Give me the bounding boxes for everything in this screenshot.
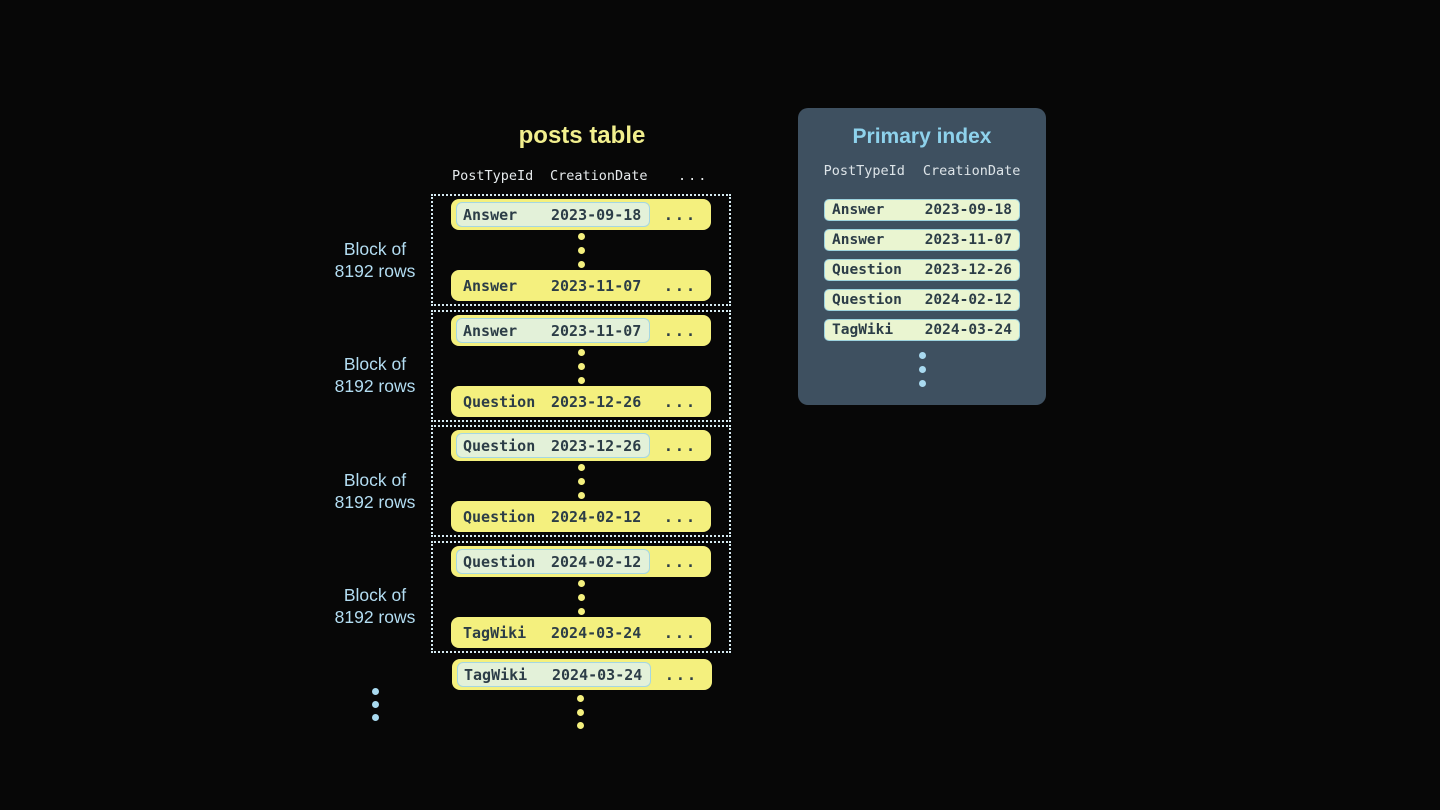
primary-index-title: Primary index bbox=[852, 125, 992, 148]
table-row-first: Question 2024-02-12 ... bbox=[451, 546, 711, 577]
table-row-last: TagWiki 2024-03-24 ... bbox=[451, 617, 711, 648]
creation-date-cell: 2024-02-12 bbox=[924, 292, 1012, 308]
post-type-cell: TagWiki bbox=[464, 665, 528, 684]
creation-date-cell: 2023-12-26 bbox=[551, 392, 642, 411]
row-ellipsis: ... bbox=[664, 665, 698, 684]
post-type-cell: TagWiki bbox=[832, 322, 894, 338]
more-blocks-ellipsis-dots bbox=[372, 688, 379, 721]
block-label-line1: Block of bbox=[343, 239, 407, 259]
overflow-table-row: TagWiki 2024-03-24 ... bbox=[452, 659, 712, 690]
primary-key-cells-highlight: Answer 2023-09-18 bbox=[456, 202, 650, 227]
column-header-posttypeid: PostTypeId bbox=[823, 163, 905, 179]
primary-key-cells: Question 2023-12-26 bbox=[456, 389, 650, 414]
primary-key-cells: Answer 2023-11-07 bbox=[456, 273, 650, 298]
post-type-cell: Question bbox=[832, 292, 902, 308]
post-type-cell: Answer bbox=[463, 276, 518, 295]
column-header-creationdate: CreationDate bbox=[922, 163, 1021, 179]
primary-index-rows: Answer 2023-09-18 Answer 2023-11-07 Ques… bbox=[798, 199, 1046, 341]
creation-date-cell: 2023-12-26 bbox=[551, 436, 642, 455]
index-row: Question 2023-12-26 bbox=[824, 259, 1020, 281]
post-type-cell: Question bbox=[463, 436, 536, 455]
table-row-first: Answer 2023-11-07 ... bbox=[451, 315, 711, 346]
block-label-line2: 8192 rows bbox=[334, 492, 416, 512]
row-ellipsis: ... bbox=[663, 392, 697, 411]
block-label-line2: 8192 rows bbox=[334, 261, 416, 281]
row-ellipsis: ... bbox=[663, 507, 697, 526]
primary-key-cells-highlight: Question 2024-02-12 bbox=[456, 549, 650, 574]
block-label-line2: 8192 rows bbox=[334, 607, 416, 627]
creation-date-cell: 2023-12-26 bbox=[924, 262, 1012, 278]
posts-column-headers: PostTypeId CreationDate ... bbox=[452, 168, 732, 186]
block-size-label: Block of 8192 rows bbox=[296, 584, 454, 628]
row-ellipsis: ... bbox=[663, 436, 697, 455]
post-type-cell: Question bbox=[463, 552, 536, 571]
omitted-rows-dots bbox=[577, 463, 585, 499]
creation-date-cell: 2023-11-07 bbox=[551, 321, 642, 340]
column-header-ellipsis: ... bbox=[678, 168, 709, 184]
table-row-first: Question 2023-12-26 ... bbox=[451, 430, 711, 461]
primary-key-cells: TagWiki 2024-03-24 bbox=[456, 620, 650, 645]
block-label-line1: Block of bbox=[343, 354, 407, 374]
table-row-last: Question 2024-02-12 ... bbox=[451, 501, 711, 532]
creation-date-cell: 2024-02-12 bbox=[551, 552, 642, 571]
column-header-posttypeid: PostTypeId bbox=[452, 168, 534, 184]
block-size-label: Block of 8192 rows bbox=[296, 469, 454, 513]
posts-table-title: posts table bbox=[518, 122, 646, 149]
creation-date-cell: 2023-11-07 bbox=[924, 232, 1012, 248]
table-row-first: Answer 2023-09-18 ... bbox=[451, 199, 711, 230]
creation-date-cell: 2023-09-18 bbox=[551, 205, 642, 224]
omitted-rows-dots bbox=[577, 348, 585, 384]
post-type-cell: Answer bbox=[832, 202, 885, 218]
block-size-label: Block of 8192 rows bbox=[296, 238, 454, 282]
creation-date-cell: 2023-09-18 bbox=[924, 202, 1012, 218]
row-ellipsis: ... bbox=[663, 552, 697, 571]
index-row: Answer 2023-09-18 bbox=[824, 199, 1020, 221]
post-type-cell: Answer bbox=[463, 205, 518, 224]
index-row: Answer 2023-11-07 bbox=[824, 229, 1020, 251]
row-ellipsis: ... bbox=[663, 623, 697, 642]
column-header-creationdate: CreationDate bbox=[550, 168, 648, 184]
row-ellipsis: ... bbox=[663, 321, 697, 340]
index-row: TagWiki 2024-03-24 bbox=[824, 319, 1020, 341]
primary-index-column-headers: PostTypeId CreationDate bbox=[798, 163, 1046, 179]
creation-date-cell: 2024-02-12 bbox=[551, 507, 642, 526]
table-block: Answer 2023-11-07 ... Question 2023-12-2… bbox=[431, 310, 731, 422]
more-rows-ellipsis-dots bbox=[577, 695, 584, 729]
creation-date-cell: 2023-11-07 bbox=[551, 276, 642, 295]
row-ellipsis: ... bbox=[663, 205, 697, 224]
primary-key-cells-highlight: TagWiki 2024-03-24 bbox=[457, 662, 651, 687]
post-type-cell: Question bbox=[832, 262, 902, 278]
row-ellipsis: ... bbox=[663, 276, 697, 295]
post-type-cell: TagWiki bbox=[463, 623, 527, 642]
more-index-entries-dots bbox=[798, 352, 1046, 387]
primary-key-cells-highlight: Question 2023-12-26 bbox=[456, 433, 650, 458]
creation-date-cell: 2024-03-24 bbox=[551, 623, 642, 642]
post-type-cell: Question bbox=[463, 507, 536, 526]
omitted-rows-dots bbox=[577, 579, 585, 615]
index-row: Question 2024-02-12 bbox=[824, 289, 1020, 311]
post-type-cell: Question bbox=[463, 392, 536, 411]
block-label-line2: 8192 rows bbox=[334, 376, 416, 396]
table-block: Answer 2023-09-18 ... Answer 2023-11-07 … bbox=[431, 194, 731, 306]
post-type-cell: Answer bbox=[832, 232, 885, 248]
block-size-label: Block of 8192 rows bbox=[296, 353, 454, 397]
omitted-rows-dots bbox=[577, 232, 585, 268]
primary-index-panel: Primary index PostTypeId CreationDate An… bbox=[798, 108, 1046, 405]
block-label-line1: Block of bbox=[343, 470, 407, 490]
post-type-cell: Answer bbox=[463, 321, 518, 340]
table-row-last: Answer 2023-11-07 ... bbox=[451, 270, 711, 301]
primary-key-cells: Question 2024-02-12 bbox=[456, 504, 650, 529]
table-row-last: Question 2023-12-26 ... bbox=[451, 386, 711, 417]
primary-key-cells-highlight: Answer 2023-11-07 bbox=[456, 318, 650, 343]
table-block: Question 2023-12-26 ... Question 2024-02… bbox=[431, 425, 731, 537]
table-block: Question 2024-02-12 ... TagWiki 2024-03-… bbox=[431, 541, 731, 653]
block-label-line1: Block of bbox=[343, 585, 407, 605]
creation-date-cell: 2024-03-24 bbox=[924, 322, 1012, 338]
creation-date-cell: 2024-03-24 bbox=[552, 665, 643, 684]
